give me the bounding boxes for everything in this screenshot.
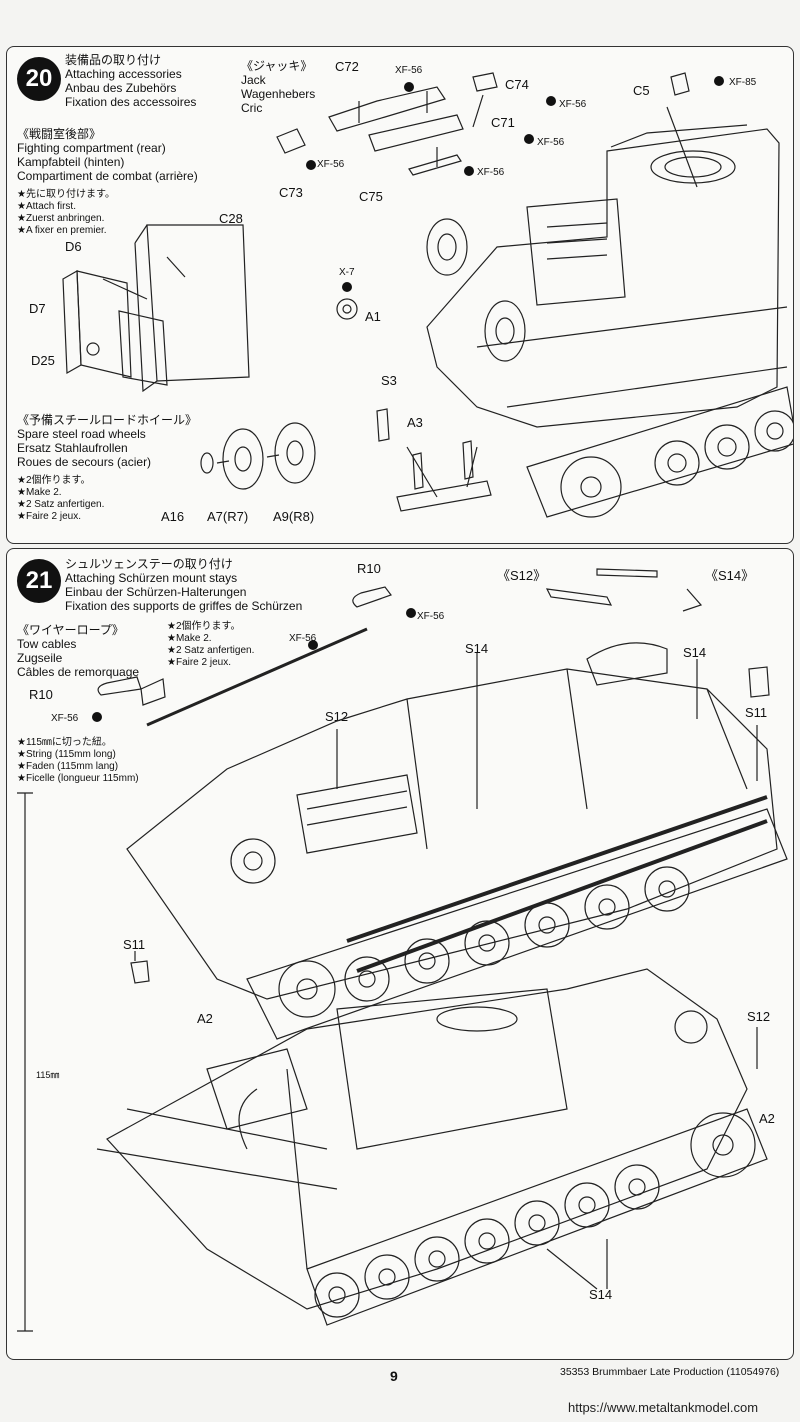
part-s12-b: S12 xyxy=(747,1009,771,1024)
step-title: 装備品の取り付け Attaching accessories Anbau des… xyxy=(65,53,196,109)
tow-fr: Câbles de remorquage xyxy=(17,665,140,679)
string-fr: ★Ficelle (longueur 115mm) xyxy=(17,773,139,784)
make2-de: ★2 Satz anfertigen. xyxy=(17,499,105,510)
make2-en: ★Make 2. xyxy=(167,633,212,644)
paint-xf56-c71: XF-56 xyxy=(537,137,565,148)
paint-xf56-c75: XF-56 xyxy=(477,167,505,178)
step-number: 21 xyxy=(17,559,61,603)
part-r10-left: R10 xyxy=(29,687,53,702)
spare-fr: Roues de secours (acier) xyxy=(17,455,152,469)
tow-de: Zugseile xyxy=(17,651,63,665)
title-de: Anbau des Zubehörs xyxy=(65,81,177,95)
part-c5: C5 xyxy=(633,83,650,98)
paint-xf56-c74: XF-56 xyxy=(559,99,587,110)
jack-ja: 《ジャッキ》 xyxy=(241,59,313,73)
title-en: Attaching Schürzen mount stays xyxy=(65,571,238,585)
part-a2-a: A2 xyxy=(197,1011,213,1026)
step-20-line-drawing xyxy=(62,72,793,518)
spare-caption: 《予備スチールロードホイール》 Spare steel road wheels … xyxy=(17,413,197,469)
tow-caption: 《ワイヤーロープ》 Tow cables Zugseile Câbles de … xyxy=(17,623,139,679)
jack-caption: 《ジャッキ》 Jack Wagenhebers Cric xyxy=(241,59,315,115)
part-c73: C73 xyxy=(279,185,303,200)
fighting-fr: Compartiment de combat (arrière) xyxy=(17,169,198,183)
step-21-line-drawing xyxy=(17,568,788,1332)
part-a2-b: A2 xyxy=(759,1111,775,1126)
site-url: https://www.metaltankmodel.com xyxy=(568,1400,759,1415)
page-number: 9 xyxy=(390,1368,398,1384)
part-s14-a: S14 xyxy=(465,641,489,656)
spare-en: Spare steel road wheels xyxy=(17,427,146,441)
paint-xf56-r10-left: XF-56 xyxy=(51,713,79,724)
jack-en: Jack xyxy=(241,73,266,87)
fighting-de: Kampfabteil (hinten) xyxy=(17,155,125,169)
make2-note: ★2個作ります。 ★Make 2. ★2 Satz anfertigen. ★F… xyxy=(167,621,254,669)
make2-note: ★2個作ります。 ★Make 2. ★2 Satz anfertigen. ★F… xyxy=(17,475,104,523)
spare-de: Ersatz Stahlaufrollen xyxy=(17,441,128,455)
part-a1: A1 xyxy=(365,309,381,324)
step-20-panel: 20 装備品の取り付け Attaching accessories Anbau … xyxy=(6,46,794,544)
string-note: ★115㎜に切った紐。 ★String (115mm long) ★Faden … xyxy=(17,737,139,785)
part-d25: D25 xyxy=(31,353,55,368)
title-ja: 装備品の取り付け xyxy=(65,53,162,67)
part-c74: C74 xyxy=(505,77,529,92)
part-a7: A7(R7) xyxy=(207,509,249,524)
part-c75: C75 xyxy=(359,189,383,204)
make2-ja: ★2個作ります。 xyxy=(17,475,91,486)
fighting-en: Fighting compartment (rear) xyxy=(17,141,166,155)
part-d6: D6 xyxy=(65,239,82,254)
paint-xf56-c72: XF-56 xyxy=(395,65,423,76)
part-s12-bracket: 《S12》 xyxy=(497,568,547,583)
note-en: ★Attach first. xyxy=(17,201,76,212)
string-ja: ★115㎜に切った紐。 xyxy=(17,737,112,748)
paint-xf56-c73: XF-56 xyxy=(317,159,345,170)
make2-fr: ★Faire 2 jeux. xyxy=(17,511,81,522)
jack-de: Wagenhebers xyxy=(241,87,316,101)
string-de: ★Faden (115mm lang) xyxy=(17,761,119,772)
part-s11-b: S11 xyxy=(123,937,146,952)
part-c72: C72 xyxy=(335,59,359,74)
make2-de: ★2 Satz anfertigen. xyxy=(167,645,255,656)
paint-x7: X-7 xyxy=(339,267,355,278)
part-d7: D7 xyxy=(29,301,46,316)
note-fr: ★A fixer en premier. xyxy=(17,225,107,236)
part-s14-c: S14 xyxy=(589,1287,613,1302)
jack-fr: Cric xyxy=(241,101,263,115)
note-de: ★Zuerst anbringen. xyxy=(17,213,105,224)
note-ja: ★先に取り付けます。 xyxy=(17,189,115,200)
string-en: ★String (115mm long) xyxy=(17,749,116,760)
part-a9: A9(R8) xyxy=(273,509,315,524)
fighting-caption: 《戦闘室後部》 Fighting compartment (rear) Kamp… xyxy=(17,127,198,183)
tow-en: Tow cables xyxy=(17,637,77,651)
part-c71: C71 xyxy=(491,115,515,130)
part-s3: S3 xyxy=(381,373,397,388)
title-ja: シュルツェンステーの取り付け xyxy=(65,557,233,571)
part-s11-a: S11 xyxy=(745,705,768,720)
paint-xf56-cable: XF-56 xyxy=(289,633,317,644)
fighting-ja: 《戦闘室後部》 xyxy=(17,127,102,141)
part-s14-bracket: 《S14》 xyxy=(705,568,755,583)
step-title: シュルツェンステーの取り付け Attaching Schürzen mount … xyxy=(65,557,302,613)
spare-ja: 《予備スチールロードホイール》 xyxy=(17,413,198,427)
part-s14-b: S14 xyxy=(683,645,707,660)
part-c28: C28 xyxy=(219,211,243,226)
paint-xf85-c5: XF-85 xyxy=(729,77,757,88)
title-fr: Fixation des supports de griffes de Schü… xyxy=(65,599,303,613)
make2-ja: ★2個作ります。 xyxy=(167,621,241,632)
make2-fr: ★Faire 2 jeux. xyxy=(167,657,231,668)
step-21-panel: 21 シュルツェンステーの取り付け Attaching Schürzen mou… xyxy=(6,548,794,1360)
part-a3: A3 xyxy=(407,415,423,430)
tow-ja: 《ワイヤーロープ》 xyxy=(17,623,124,637)
make2-en: ★Make 2. xyxy=(17,487,62,498)
attach-first-note: ★先に取り付けます。 ★Attach first. ★Zuerst anbrin… xyxy=(17,189,115,237)
part-a16: A16 xyxy=(161,509,185,524)
paint-xf56-r10: XF-56 xyxy=(417,611,445,622)
title-de: Einbau der Schürzen-Halterungen xyxy=(65,585,247,599)
part-r10-top: R10 xyxy=(357,561,381,576)
ruler-length-label: 115㎜ xyxy=(36,1070,60,1080)
title-fr: Fixation des accessoires xyxy=(65,95,197,109)
part-s12-a: S12 xyxy=(325,709,349,724)
step-number: 20 xyxy=(17,57,61,101)
title-en: Attaching accessories xyxy=(65,67,182,81)
product-code: 35353 Brummbaer Late Production (1105497… xyxy=(560,1366,780,1378)
